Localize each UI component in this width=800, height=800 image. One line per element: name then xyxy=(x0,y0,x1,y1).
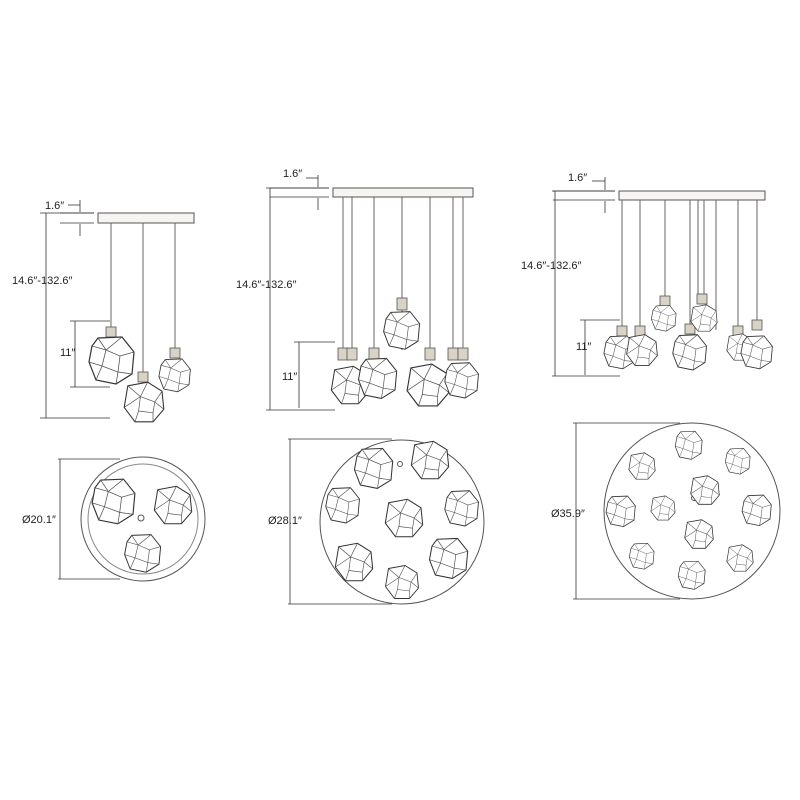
diameter-label: Ø35.9″ xyxy=(551,508,585,520)
view-2-elevation: 1.6″ 14.6″-132.6″ 11″ xyxy=(236,168,479,411)
view-3-plan: Ø35.9″ xyxy=(551,422,781,600)
drop-range-label: 14.6″-132.6″ xyxy=(521,260,581,272)
view-1-elevation: 1.6″ 14.6″-132.6″ 11″ xyxy=(12,200,195,423)
view-3-elevation: 1.6″ 14.6″-132.6″ 11″ xyxy=(521,172,773,377)
canopy xyxy=(97,212,195,224)
view-2-plan: Ø28.1″ xyxy=(268,438,485,605)
canopy-height-label: 1.6″ xyxy=(568,172,587,184)
pendant-height-label: 11″ xyxy=(282,371,297,383)
pendant-height-label: 11″ xyxy=(576,341,591,353)
drop-range-label: 14.6″-132.6″ xyxy=(236,279,296,291)
canopy xyxy=(618,190,766,201)
canopy-height-label: 1.6″ xyxy=(283,168,302,180)
pendant-height-label: 11″ xyxy=(60,347,75,359)
diameter-label: Ø20.1″ xyxy=(22,514,56,526)
drop-range-label: 14.6″-132.6″ xyxy=(12,275,72,287)
view-1-plan: Ø20.1″ xyxy=(22,456,206,582)
canopy-height-label: 1.6″ xyxy=(45,200,64,212)
canopy xyxy=(332,187,474,198)
diameter-label: Ø28.1″ xyxy=(268,515,302,527)
